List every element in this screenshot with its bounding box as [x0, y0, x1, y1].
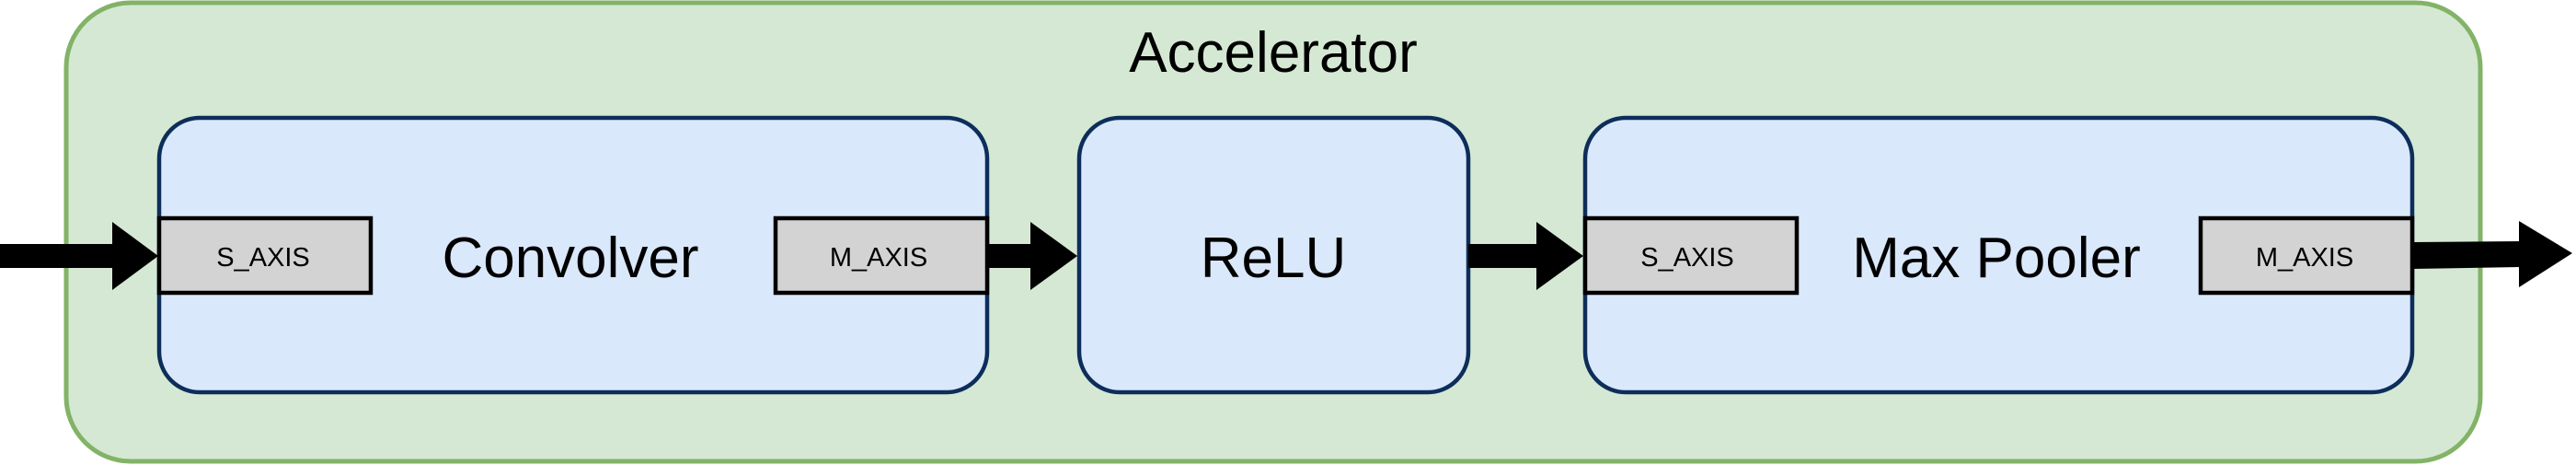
input-arrow — [0, 222, 158, 290]
convolver-s-axis-port — [156, 215, 374, 296]
relu-label: ReLU — [1201, 227, 1347, 290]
max-pooler-s-axis-port — [1582, 215, 1800, 296]
max-pooler-label: Max Pooler — [1852, 227, 2141, 290]
relu-to-max-pooler-arrow — [1468, 222, 1583, 290]
convolver-m-axis-label: M_AXIS — [830, 243, 927, 273]
convolver-label: Convolver — [442, 227, 698, 290]
convolver-s-axis-label: S_AXIS — [216, 243, 310, 273]
max-pooler-m-axis-label: M_AXIS — [2256, 243, 2353, 273]
output-arrow — [2412, 221, 2572, 287]
max-pooler-m-axis-port — [2198, 215, 2415, 296]
convolver-to-relu-arrow — [987, 222, 1077, 290]
max-pooler-s-axis-label: S_AXIS — [1640, 243, 1734, 273]
accelerator-title: Accelerator — [1129, 21, 1418, 85]
